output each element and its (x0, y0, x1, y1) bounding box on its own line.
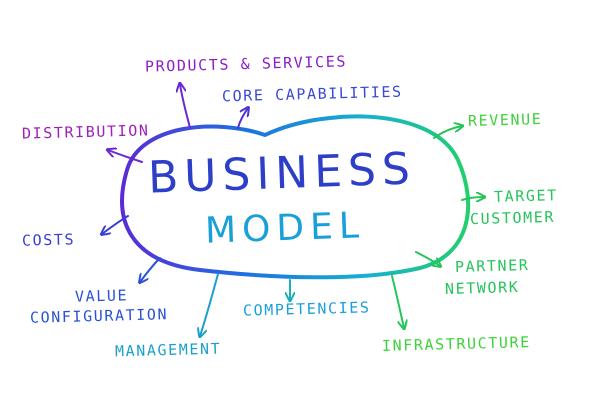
label-partner-network-line2: NETWORK (444, 278, 520, 298)
center-title-business: BUSINESS (147, 143, 417, 204)
label-revenue: REVENUE (467, 110, 543, 130)
center-title-model: MODEL (204, 205, 366, 252)
label-management: MANAGEMENT (114, 339, 222, 361)
arrow-distribution (108, 150, 143, 163)
arrow-partner-network (415, 251, 440, 266)
label-competencies: COMPETENCIES (242, 298, 371, 320)
label-target-customer-line1: TARGET (493, 186, 559, 206)
label-target-customer-line2: CUSTOMER (469, 207, 556, 229)
label-value-configuration-line1: VALUE (74, 286, 129, 306)
label-costs: COSTS (21, 230, 76, 250)
label-distribution: DISTRIBUTION (21, 121, 150, 143)
central-oval (120, 114, 471, 280)
arrow-infrastructure (391, 275, 404, 328)
arrow-target-customer (461, 197, 484, 200)
arrow-products-services (180, 84, 191, 129)
label-partner-network-line1: PARTNER (454, 256, 530, 276)
arrow-costs (102, 215, 129, 234)
label-value-configuration-line2: CONFIGURATION (29, 305, 169, 327)
arrow-value-configuration (140, 257, 161, 282)
arrow-management (200, 273, 219, 336)
arrow-core-capabilities (237, 108, 248, 129)
arrow-revenue (433, 126, 462, 139)
